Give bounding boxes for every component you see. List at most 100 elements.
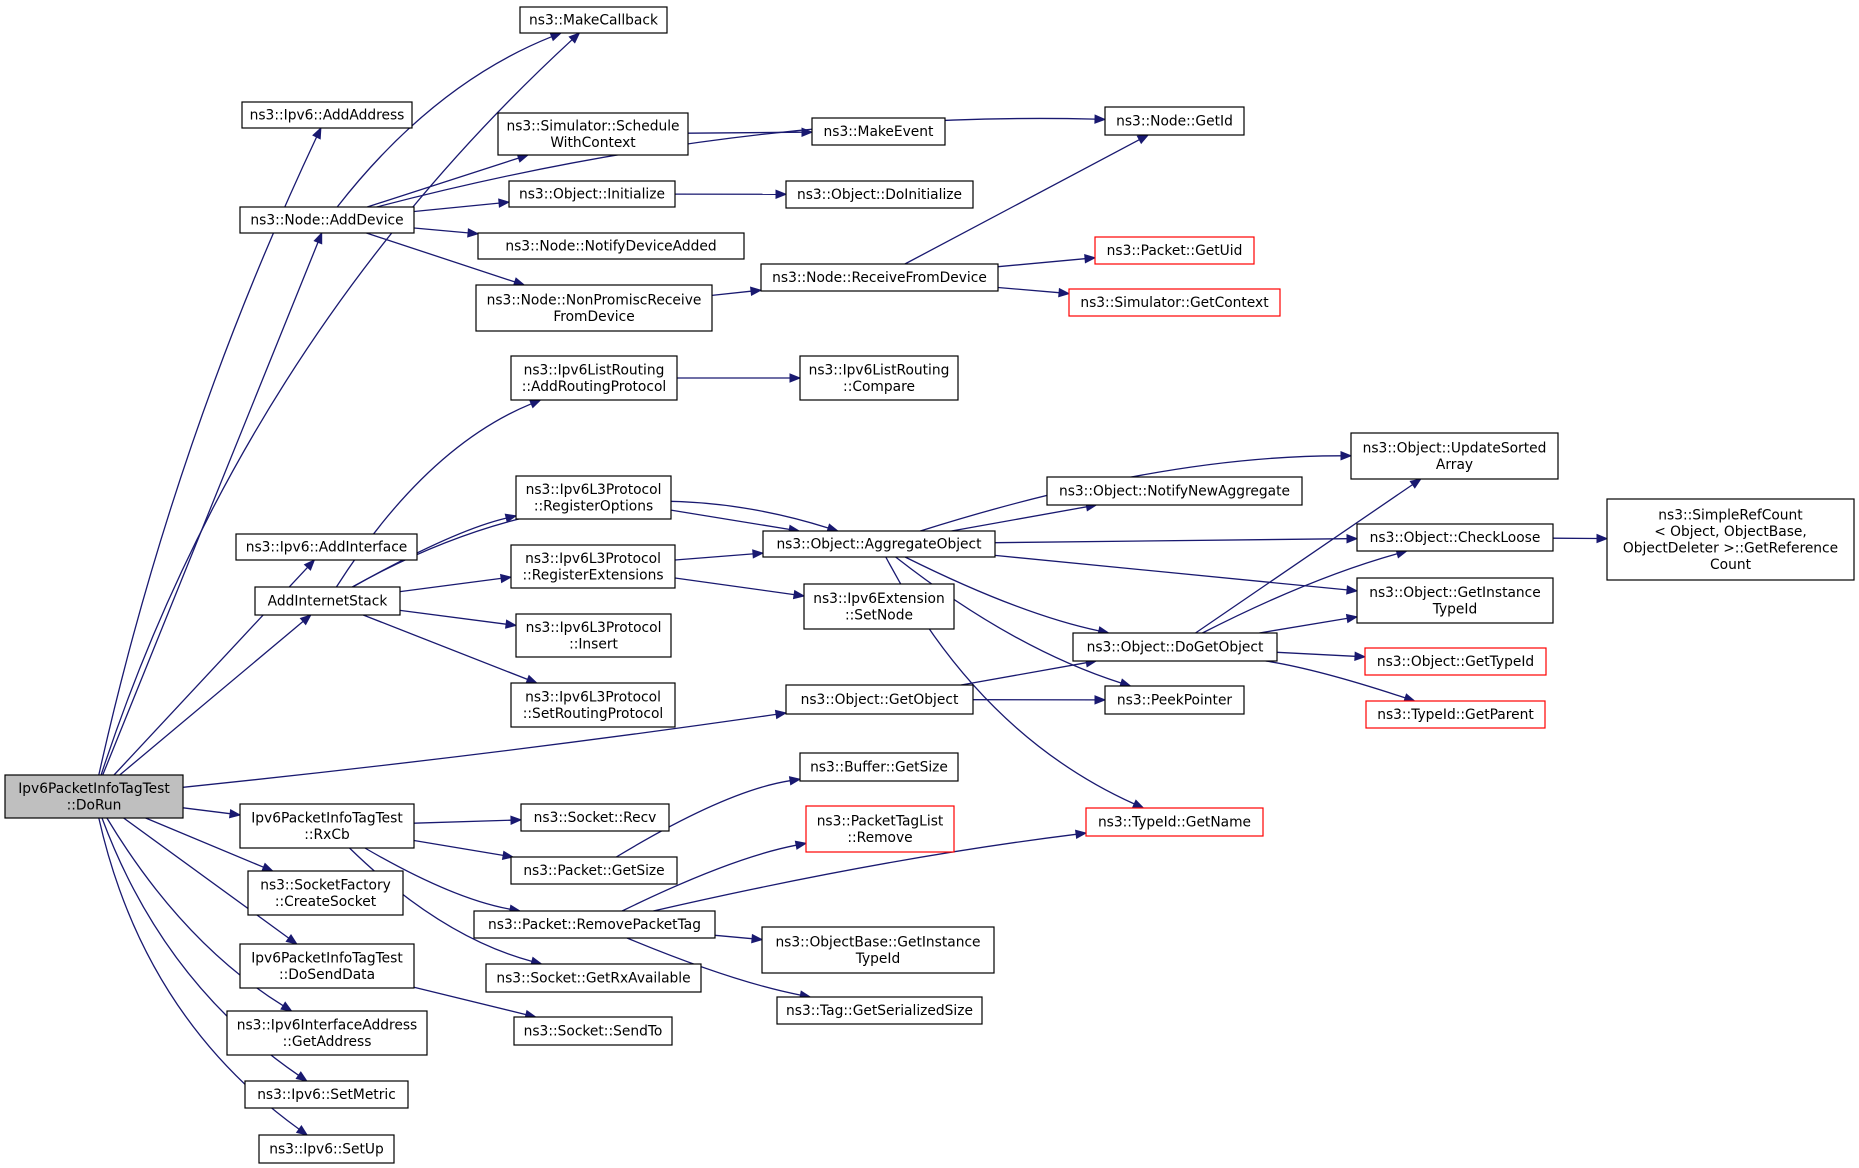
function-node-tidgetname[interactable]: ns3::TypeId::GetName: [1085, 807, 1264, 837]
node-label-line: ns3::Object::GetObject: [801, 692, 959, 708]
edge-line: [145, 817, 264, 868]
node-box: [239, 206, 415, 234]
arrow-head-icon: [504, 513, 518, 523]
node-box: [241, 101, 413, 129]
edge-line: [994, 538, 1348, 544]
node-label-line: ns3::Ipv6::SetMetric: [257, 1087, 396, 1103]
function-node-getid[interactable]: ns3::Node::GetId: [1104, 106, 1245, 136]
node-box: [799, 752, 959, 782]
function-node-ipv6addaddr[interactable]: ns3::Ipv6::AddAddress: [241, 101, 413, 129]
node-box: [235, 533, 418, 561]
function-node-listaddrp[interactable]: ns3::Ipv6ListRouting::AddRoutingProtocol: [510, 355, 678, 401]
arrow-head-icon: [1058, 287, 1071, 298]
arrow-head-icon: [752, 549, 765, 559]
function-node-simplerefcount[interactable]: ns3::SimpleRefCount< Object, ObjectBase,…: [1606, 498, 1855, 581]
function-node-l3insert[interactable]: ns3::Ipv6L3Protocol::Insert: [515, 613, 672, 658]
node-box: [760, 263, 999, 292]
function-node-ptlremove[interactable]: ns3::PacketTagList::Remove: [805, 805, 955, 853]
function-node-getuid[interactable]: ns3::Packet::GetUid: [1094, 236, 1255, 265]
function-node-taggetser[interactable]: ns3::Tag::GetSerializedSize: [776, 996, 983, 1025]
node-label-line: Ipv6PacketInfoTagTest: [251, 810, 403, 826]
function-node-setup[interactable]: ns3::Ipv6::SetUp: [258, 1134, 395, 1164]
call-edge-regext-to-aggobj: [674, 549, 765, 561]
function-node-bufgetsize[interactable]: ns3::Buffer::GetSize: [799, 752, 959, 782]
function-node-regext[interactable]: ns3::Ipv6L3Protocol::RegisterExtensions: [510, 544, 676, 589]
node-box: [1356, 577, 1554, 624]
function-node-doinit[interactable]: ns3::Object::DoInitialize: [785, 180, 974, 209]
arrow-head-icon: [500, 573, 513, 584]
function-node-sendto[interactable]: ns3::Socket::SendTo: [513, 1016, 673, 1046]
node-label-line: ns3::Object::NotifyNewAggregate: [1059, 484, 1290, 500]
node-label-line: ::RegisterExtensions: [522, 567, 663, 583]
function-node-objinit[interactable]: ns3::Object::Initialize: [508, 180, 676, 208]
arrow-head-icon: [501, 850, 515, 860]
function-node-dogetobj[interactable]: ns3::Object::DoGetObject: [1072, 632, 1278, 662]
arrow-head-icon: [1346, 585, 1359, 595]
arrow-head-icon: [1345, 613, 1359, 624]
node-label-line: WithContext: [550, 135, 636, 151]
function-node-gettypeid[interactable]: ns3::Object::GetTypeId: [1364, 647, 1547, 676]
function-node-ipv6addif[interactable]: ns3::Ipv6::AddInterface: [235, 533, 418, 561]
call-edge-rmpkttag-to-ptlremove: [621, 840, 808, 912]
function-node-rxcb[interactable]: Ipv6PacketInfoTagTest::RxCb: [239, 803, 415, 849]
node-label-line: ::CreateSocket: [275, 894, 377, 910]
node-label-line: ::RxCb: [304, 827, 349, 843]
function-node-checkloose[interactable]: ns3::Object::CheckLoose: [1356, 523, 1554, 552]
node-label-line: ns3::Ipv6Extension: [813, 591, 945, 607]
function-node-pktgetsize[interactable]: ns3::Packet::GetSize: [510, 856, 678, 885]
node-label-line: ns3::Ipv6::AddInterface: [246, 540, 408, 556]
function-node-makeevent[interactable]: ns3::MakeEvent: [811, 117, 946, 146]
function-node-regopts[interactable]: ns3::Ipv6L3Protocol::RegisterOptions: [515, 475, 672, 520]
node-box: [239, 943, 415, 989]
node-label-line: ::SetRoutingProtocol: [523, 706, 663, 722]
function-node-peekptr[interactable]: ns3::PeekPointer: [1104, 685, 1245, 715]
edge-line: [670, 509, 790, 531]
call-edge-recvfromdev-to-getcontext: [997, 286, 1071, 298]
function-node-getobj[interactable]: ns3::Object::GetObject: [785, 684, 974, 715]
node-label-line: ns3::Simulator::GetContext: [1080, 295, 1269, 311]
function-node-sockfactory[interactable]: ns3::SocketFactory::CreateSocket: [247, 870, 404, 916]
node-box: [803, 583, 955, 630]
edge-line: [714, 934, 753, 940]
arrow-head-icon: [467, 228, 480, 238]
function-node-notifydev[interactable]: ns3::Node::NotifyDeviceAdded: [477, 232, 745, 260]
function-node-getcontext[interactable]: ns3::Simulator::GetContext: [1068, 288, 1281, 317]
node-box: [513, 1016, 673, 1046]
node-box: [785, 684, 974, 715]
call-edge-dogetobj-to-getinsttid: [1259, 613, 1359, 634]
node-box: [1068, 288, 1281, 317]
arrow-head-icon: [1596, 533, 1609, 544]
function-node-sockrecv[interactable]: ns3::Socket::Recv: [520, 803, 670, 832]
edge-line: [653, 833, 1077, 912]
function-node-setmetric[interactable]: ns3::Ipv6::SetMetric: [244, 1080, 409, 1109]
node-label-line: ns3::Packet::GetSize: [523, 863, 664, 879]
function-node-extsetnode[interactable]: ns3::Ipv6Extension::SetNode: [803, 583, 955, 630]
call-edge-nodeadddev-to-notifydev: [413, 227, 480, 238]
function-node-getparent[interactable]: ns3::TypeId::GetParent: [1365, 700, 1546, 729]
function-node-notifyagg[interactable]: ns3::Object::NotifyNewAggregate: [1046, 476, 1303, 506]
function-node-root[interactable]: Ipv6PacketInfoTagTest::DoRun: [4, 774, 184, 819]
function-node-makecallback[interactable]: ns3::MakeCallback: [519, 6, 668, 34]
node-box: [244, 1080, 409, 1109]
function-node-getrxavail[interactable]: ns3::Socket::GetRxAvailable: [485, 963, 702, 993]
function-node-recvfromdev[interactable]: ns3::Node::ReceiveFromDevice: [760, 263, 999, 292]
function-node-setrp[interactable]: ns3::Ipv6L3Protocol::SetRoutingProtocol: [510, 682, 676, 728]
function-node-nodeadddev[interactable]: ns3::Node::AddDevice: [239, 206, 415, 234]
node-label-line: ::DoSendData: [279, 967, 375, 983]
function-node-aggobj[interactable]: ns3::Object::AggregateObject: [762, 530, 996, 558]
node-label-line: ns3::Object::GetInstance: [1369, 585, 1541, 601]
function-node-addinet[interactable]: AddInternetStack: [254, 586, 401, 616]
edge-line: [951, 506, 1087, 532]
function-node-dosenddata[interactable]: Ipv6PacketInfoTagTest::DoSendData: [239, 943, 415, 989]
function-node-rmpkttag[interactable]: ns3::Packet::RemovePacketTag: [473, 910, 716, 939]
call-edge-getobj-to-dogetobj: [960, 658, 1098, 686]
node-box: [258, 1134, 395, 1164]
function-node-listcompare[interactable]: ns3::Ipv6ListRouting::Compare: [799, 355, 959, 401]
node-box: [520, 803, 670, 832]
function-node-ifaddrget[interactable]: ns3::Ipv6InterfaceAddress::GetAddress: [226, 1010, 428, 1056]
